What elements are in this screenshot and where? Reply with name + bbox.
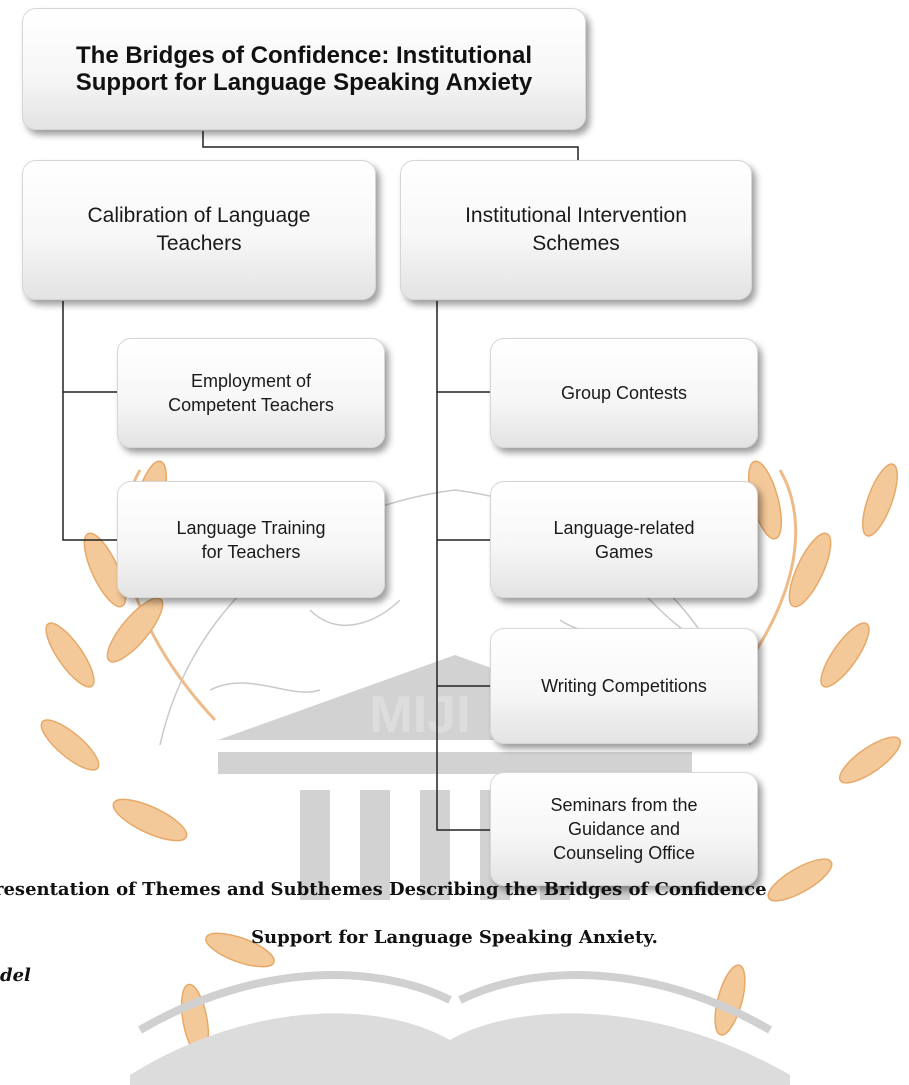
subtheme-box-seminars: Seminars from the Guidance and Counselin… — [490, 772, 758, 886]
laurel-right-icon — [698, 460, 902, 1036]
subtheme-box-language-games: Language-related Games — [490, 481, 758, 598]
subtheme-label: Language-related Games — [553, 517, 695, 562]
theme-label: Calibration of Language Teachers — [87, 204, 311, 255]
theme1-trunk — [62, 301, 117, 541]
subtheme-box-employment: Employment of Competent Teachers — [117, 338, 385, 448]
subtheme-label: Language Training for Teachers — [176, 517, 326, 562]
root-theme-box: The Bridges of Confidence: Institutional… — [22, 8, 586, 130]
subtheme-box-writing-competitions: Writing Competitions — [490, 628, 758, 744]
watermark-text: MIJI — [369, 686, 470, 744]
theme-box-intervention: Institutional Intervention Schemes — [400, 160, 752, 300]
subtheme-label: Seminars from the Guidance and Counselin… — [550, 795, 698, 863]
figure-caption-line-1: resentation of Themes and Subthemes Desc… — [0, 879, 767, 900]
subtheme-label: Writing Competitions — [541, 676, 707, 696]
subtheme-label: Employment of Competent Teachers — [168, 371, 334, 415]
subtheme-box-language-training: Language Training for Teachers — [117, 481, 385, 598]
figure-caption-line-2: Support for Language Speaking Anxiety. — [251, 927, 658, 948]
theme2-trunk — [436, 301, 490, 831]
root-connector — [202, 131, 579, 160]
subtheme-box-group-contests: Group Contests — [490, 338, 758, 448]
theme-label: Institutional Intervention Schemes — [465, 204, 687, 255]
section-heading-fragment: del — [0, 965, 31, 986]
root-theme-label: The Bridges of Confidence: Institutional… — [75, 42, 533, 96]
subtheme-label: Group Contests — [560, 383, 688, 403]
theme-box-calibration: Calibration of Language Teachers — [22, 160, 376, 300]
